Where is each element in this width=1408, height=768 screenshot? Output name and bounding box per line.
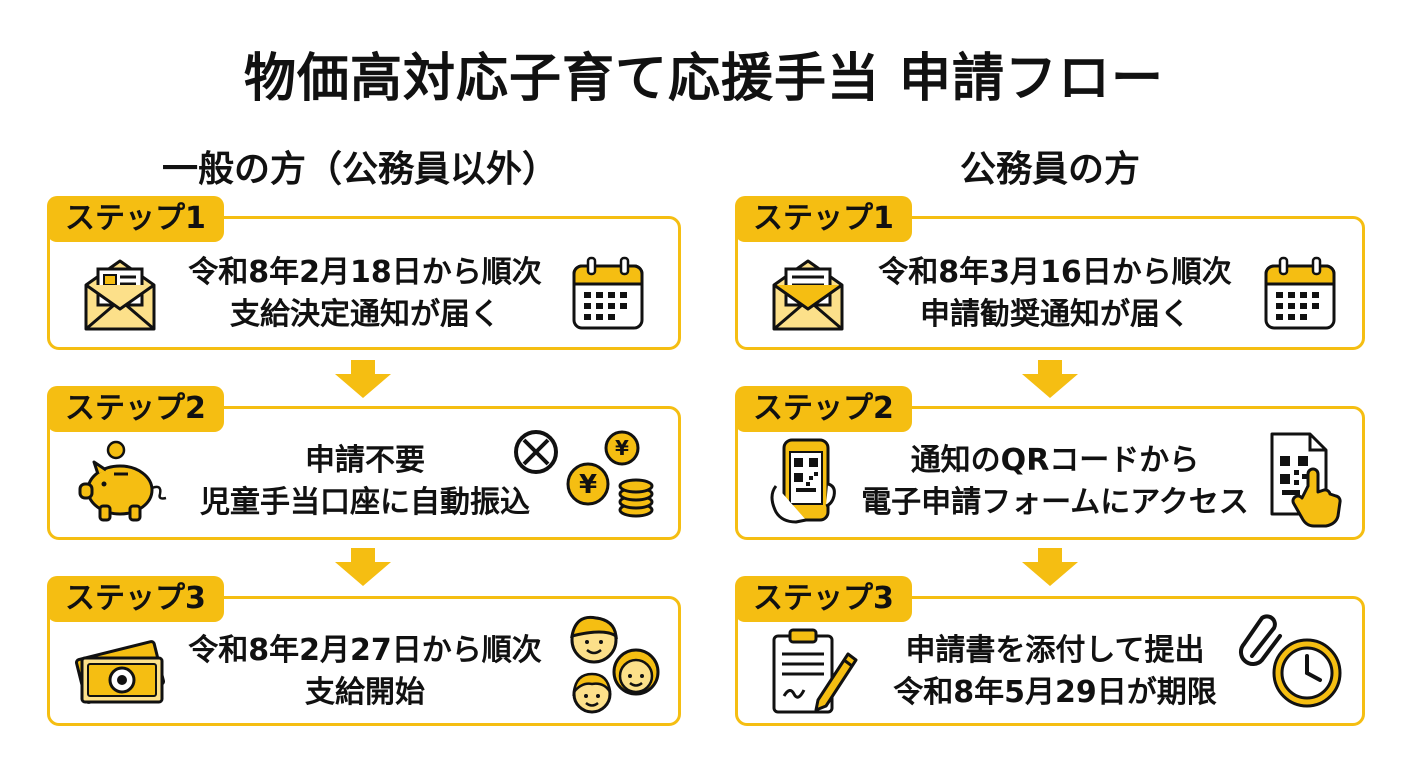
no-entry-icon xyxy=(514,430,558,474)
envelope-icon xyxy=(84,259,156,331)
clipboard-pen-icon xyxy=(772,628,858,714)
right-step3-text: 申請書を添付して提出 令和8年5月29日が期限 xyxy=(860,630,1250,714)
right-step3-line2: 令和8年5月29日が期限 xyxy=(893,675,1217,710)
right-step2-tab: ステップ2 xyxy=(735,386,912,432)
right-step1-line1: 令和8年3月16日から順次 xyxy=(878,255,1232,290)
left-step3-line1: 令和8年2月27日から順次 xyxy=(188,633,542,668)
right-step3-tab: ステップ3 xyxy=(735,576,912,622)
family-icon xyxy=(570,615,660,714)
yen-coins-icon: ¥ ¥ xyxy=(566,430,654,518)
left-arrow-1 xyxy=(335,360,391,398)
envelope-icon xyxy=(772,259,844,331)
right-step2-text: 通知のQRコードから 電子申請フォームにアクセス xyxy=(840,440,1270,524)
right-step3-line1: 申請書を添付して提出 xyxy=(905,633,1205,668)
cash-bills-icon xyxy=(75,640,165,704)
clock-icon xyxy=(1272,638,1342,708)
paperclip-icon xyxy=(1238,614,1282,667)
column-heading-general: 一般の方（公務員以外） xyxy=(161,149,558,190)
left-step1-text: 令和8年2月18日から順次 支給決定通知が届く xyxy=(170,252,560,336)
right-step1-tab: ステップ1 xyxy=(735,196,912,242)
yen-symbol-small: ¥ xyxy=(615,436,629,460)
right-step2-line1: 通知のQRコードから xyxy=(910,443,1200,478)
qr-document-tap-icon xyxy=(1270,432,1342,528)
right-step1-text: 令和8年3月16日から順次 申請勧奨通知が届く xyxy=(860,252,1250,336)
left-step1-line2: 支給決定通知が届く xyxy=(230,297,500,332)
left-step2-tab: ステップ2 xyxy=(47,386,224,432)
yen-symbol-large: ¥ xyxy=(579,470,597,500)
left-step1-line1: 令和8年2月18日から順次 xyxy=(188,255,542,290)
calendar-icon xyxy=(572,256,644,330)
left-step2-line1: 申請不要 xyxy=(305,443,425,478)
left-arrow-2 xyxy=(335,548,391,586)
left-step2-line2: 児童手当口座に自動振込 xyxy=(200,485,530,520)
right-step1-line2: 申請勧奨通知が届く xyxy=(920,297,1190,332)
column-heading-civil-servant: 公務員の方 xyxy=(959,149,1140,190)
left-step3-tab: ステップ3 xyxy=(47,576,224,622)
left-step3-text: 令和8年2月27日から順次 支給開始 xyxy=(170,630,560,714)
right-arrow-1 xyxy=(1022,360,1078,398)
calendar-icon xyxy=(1264,256,1336,330)
right-arrow-2 xyxy=(1022,548,1078,586)
page-title: 物価高対応子育て応援手当 申請フロー xyxy=(243,49,1165,109)
left-step1-tab: ステップ1 xyxy=(47,196,224,242)
piggy-bank-icon xyxy=(78,440,167,522)
left-step2-text: 申請不要 児童手当口座に自動振込 xyxy=(170,440,560,524)
left-step3-line2: 支給開始 xyxy=(305,675,425,710)
right-step2-line2: 電子申請フォームにアクセス xyxy=(861,485,1249,520)
smartphone-qr-icon xyxy=(770,438,836,524)
